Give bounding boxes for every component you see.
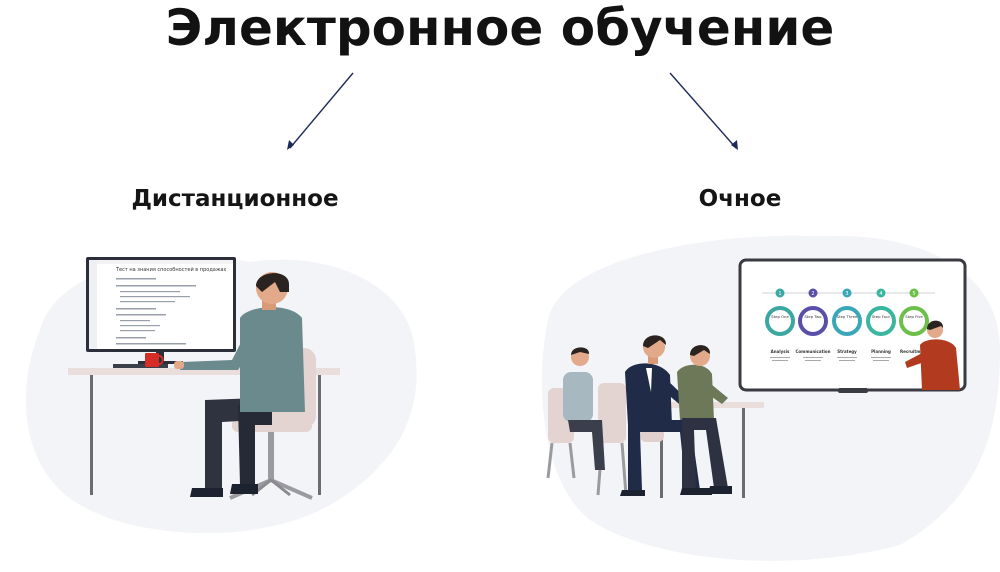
page-title: Электронное обучение (165, 0, 835, 57)
keyboard (113, 364, 168, 368)
right-arrow-line (669, 72, 737, 149)
step-4-label: Step Four (872, 314, 891, 319)
step-3-title: Strategy (837, 349, 857, 354)
branch-label-in-person: Очное (698, 186, 782, 212)
desk (68, 368, 340, 495)
left-arrow-line (289, 72, 354, 149)
step-1: 1 Step One Analysis (765, 288, 795, 361)
step-5-number: 5 (912, 291, 915, 297)
branch-label-remote: Дистанционное (131, 186, 339, 212)
screen-test-title: Тест на знания способностей в продажах (115, 266, 226, 273)
step-2-number: 2 (811, 291, 814, 297)
step-2-label: Step Two (805, 314, 823, 319)
remote-learner-person (174, 272, 305, 497)
step-3-number: 3 (845, 291, 848, 297)
step-3: 3 Step Three Strategy (832, 288, 862, 361)
step-4-number: 4 (879, 291, 882, 297)
student-light-jacket (563, 347, 605, 470)
step-4-title: Planning (871, 349, 891, 354)
step-5-title: Recruitment (900, 349, 928, 354)
presenter-person (905, 320, 960, 390)
step-2-title: Communication (795, 349, 830, 354)
step-1-label: Step One (771, 314, 789, 319)
step-3-label: Step Three (837, 314, 858, 319)
step-1-number: 1 (778, 291, 781, 297)
step-5: 5 Step Five Recruitment (899, 288, 929, 354)
student-olive-jacket (677, 345, 732, 495)
left-arrow-head (287, 140, 294, 150)
step-4: 4 Step Four Planning (866, 288, 896, 361)
step-1-title: Analysis (771, 349, 790, 354)
step-2: 2 Step Two Communication (795, 288, 831, 361)
right-arrow-head (731, 140, 738, 150)
step-5-label: Step Five (905, 314, 923, 319)
red-mug (145, 353, 164, 367)
